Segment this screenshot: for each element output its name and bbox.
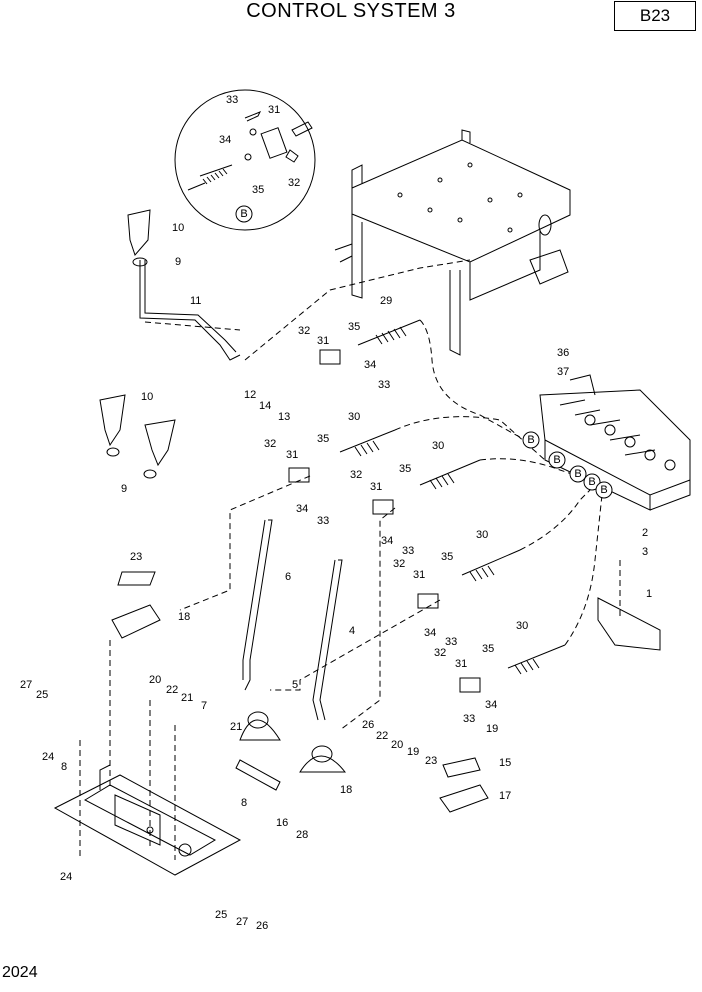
part-label: 35 (399, 463, 411, 475)
part-label: 29 (380, 295, 392, 307)
part-label: 34 (296, 503, 308, 515)
part-label: 31 (413, 569, 425, 581)
part-label: 16 (276, 817, 288, 829)
part-label: 31 (286, 449, 298, 461)
part-label: 34 (364, 359, 376, 371)
part-label: 9 (175, 256, 181, 268)
part-label: 17 (499, 790, 511, 802)
part-label: 30 (476, 529, 488, 541)
base-plate (53, 764, 242, 876)
callout-label: B (588, 476, 595, 488)
part-label: 34 (485, 699, 497, 711)
part-label: 18 (340, 784, 352, 796)
part-label: 12 (244, 389, 256, 401)
part-label: 31 (317, 335, 329, 347)
part-label: 37 (557, 366, 569, 378)
detail-label: 35 (252, 184, 264, 196)
part-label: 32 (393, 558, 405, 570)
page-number: 2024 (2, 964, 38, 981)
part-label: 14 (259, 400, 271, 412)
part-label: 31 (455, 658, 467, 670)
part-label: 25 (36, 689, 48, 701)
callout-label: B (574, 468, 581, 480)
part-label: 33 (317, 515, 329, 527)
part-label: 22 (166, 684, 178, 696)
part-label: 26 (362, 719, 374, 731)
detail-label: 31 (268, 104, 280, 116)
part-label: 24 (42, 751, 54, 763)
part-label: 35 (482, 643, 494, 655)
page-code-box: B23 (614, 1, 696, 31)
part-label: 8 (241, 797, 247, 809)
callout-label: B (527, 434, 534, 446)
part-label: 10 (172, 222, 184, 234)
part-label: 34 (381, 535, 393, 547)
detail-marker-label: B (240, 208, 247, 220)
part-label: 26 (256, 920, 268, 932)
part-label: 5 (292, 679, 298, 691)
part-label: 3 (642, 546, 648, 558)
detail-label: 33 (226, 94, 238, 106)
part-label: 35 (348, 321, 360, 333)
part-label: 24 (60, 871, 72, 883)
lever-4 (312, 559, 343, 721)
part-label: 11 (190, 295, 201, 307)
part-label: 6 (285, 571, 291, 583)
part-label: 10 (141, 391, 153, 403)
part-label: 9 (121, 483, 127, 495)
part-label: 20 (391, 739, 403, 751)
part-label: 30 (516, 620, 528, 632)
part-label: 27 (236, 916, 248, 928)
part-label: 30 (348, 411, 360, 423)
part-label: 31 (370, 481, 382, 493)
callout-label: B (600, 484, 607, 496)
part-label: 19 (486, 723, 498, 735)
detail-circle-b (174, 89, 316, 231)
part-label: 18 (178, 611, 190, 623)
part-label: 13 (278, 411, 290, 423)
callout-label: B (553, 454, 560, 466)
part-label: 7 (201, 700, 207, 712)
part-label: 33 (402, 545, 414, 557)
part-label: 4 (349, 625, 355, 637)
part-label: 20 (149, 674, 161, 686)
part-label: 32 (264, 438, 276, 450)
control-valve (539, 374, 691, 511)
part-label: 32 (298, 325, 310, 337)
part-label: 34 (424, 627, 436, 639)
part-label: 35 (441, 551, 453, 563)
detail-label: 34 (219, 134, 231, 146)
part-label: 32 (350, 469, 362, 481)
lever-6 (242, 519, 273, 691)
part-label: 33 (378, 379, 390, 391)
part-label: 21 (230, 721, 242, 733)
part-label: 32 (434, 647, 446, 659)
part-label: 33 (445, 636, 457, 648)
part-label: 30 (432, 440, 444, 452)
part-label: 21 (181, 692, 193, 704)
detail-label: 32 (288, 177, 300, 189)
part-label: 22 (376, 730, 388, 742)
part-label: 8 (61, 761, 67, 773)
lever-11 (139, 260, 241, 361)
part-label: 19 (407, 746, 419, 758)
frame-assembly (334, 129, 571, 356)
page-title: CONTROL SYSTEM 3 (246, 0, 456, 22)
part-label: 15 (499, 757, 511, 769)
part-label: 23 (425, 755, 437, 767)
callout-markers (235, 205, 613, 499)
part-label: 28 (296, 829, 308, 841)
part-label: 23 (130, 551, 142, 563)
part-label: 33 (463, 713, 475, 725)
part-label: 2 (642, 527, 648, 539)
part-label: 27 (20, 679, 32, 691)
part-label: 36 (557, 347, 569, 359)
part-label: 25 (215, 909, 227, 921)
part-label: 1 (646, 588, 652, 600)
part-label: 35 (317, 433, 329, 445)
